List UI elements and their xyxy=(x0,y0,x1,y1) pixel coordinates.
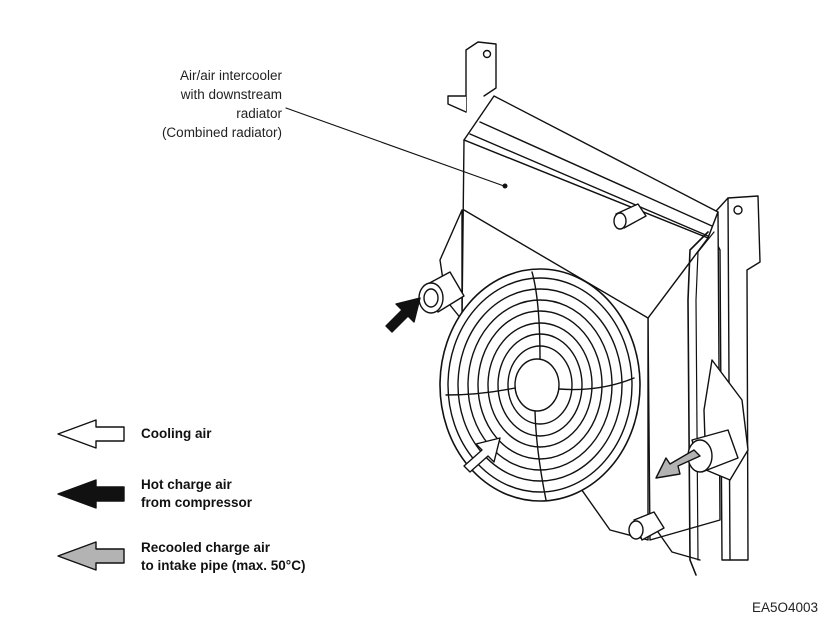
coolant-hose xyxy=(687,231,709,576)
inlet-pipe-stub xyxy=(418,271,465,314)
callout-line-3: radiator xyxy=(236,106,282,121)
legend-line: from compressor xyxy=(141,495,253,510)
top-mounting-bracket xyxy=(447,41,497,113)
callout-line-4: (Combined radiator) xyxy=(161,125,282,140)
right-mounting-bracket xyxy=(705,195,761,561)
top-pipe-stub xyxy=(613,203,647,230)
hot-air-inflow-arrow xyxy=(385,297,421,333)
legend-arrow-recooled-charge-air xyxy=(57,541,125,571)
bottom-drain-pipe xyxy=(628,511,701,561)
callout-line-2: with downstream xyxy=(180,87,282,102)
outlet-pipe-stub xyxy=(687,359,749,481)
legend-label-recooled-charge-air: Recooled charge air to intake pipe (max.… xyxy=(141,539,305,575)
cooling-air-inflow-arrow xyxy=(463,437,501,473)
recooled-air-outflow-arrow xyxy=(655,449,701,479)
legend-arrow-cooling-air xyxy=(57,419,125,449)
legend-line: Cooling air xyxy=(141,426,212,441)
callout-line-1: Air/air intercooler xyxy=(179,68,282,83)
legend-label-cooling-air: Cooling air xyxy=(141,425,212,443)
legend-line: Hot charge air xyxy=(141,477,232,492)
drawing-code: EA5O4003 xyxy=(751,600,818,615)
legend-line: to intake pipe (max. 50°C) xyxy=(141,558,306,573)
legend-line: Recooled charge air xyxy=(141,540,271,555)
callout-leader-line xyxy=(285,107,505,187)
radiator-callout-label: Air/air intercooler with downstream radi… xyxy=(120,66,282,142)
legend-label-hot-charge-air: Hot charge air from compressor xyxy=(141,476,252,512)
legend-arrow-hot-charge-air xyxy=(57,479,125,509)
